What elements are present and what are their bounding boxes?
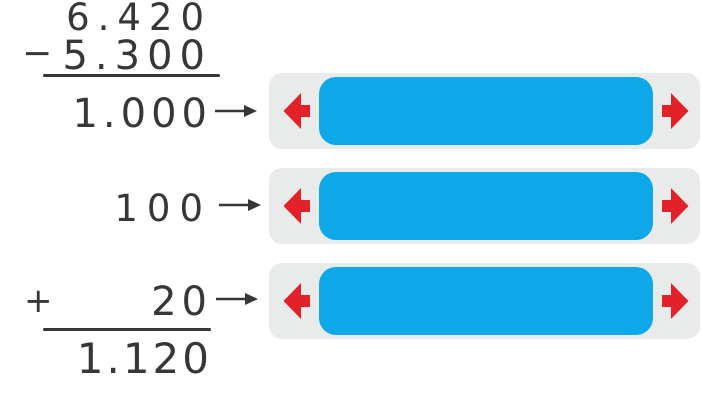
slider-track[interactable] bbox=[319, 77, 653, 145]
slider-decrease-button[interactable] bbox=[283, 92, 310, 130]
slider-increase-button[interactable] bbox=[662, 187, 689, 225]
slider-row bbox=[269, 73, 700, 149]
partial-tens-row: + 20 bbox=[0, 282, 212, 322]
arrow-left-icon bbox=[283, 283, 310, 319]
minuend-row: 6.420 bbox=[0, 0, 212, 36]
arrow-right-icon bbox=[662, 283, 689, 319]
maps-to-arrow-icon bbox=[215, 105, 257, 117]
maps-to-arrow-icon bbox=[219, 199, 261, 211]
partial-thousands-value: 1.000 bbox=[72, 91, 212, 137]
subtrahend-row: − 5.300 bbox=[0, 33, 212, 79]
difference-line bbox=[43, 74, 220, 77]
slider-increase-button[interactable] bbox=[662, 92, 689, 130]
arrow-left-icon bbox=[283, 93, 310, 129]
partial-hundreds-row: 100 bbox=[0, 190, 212, 227]
plus-sign: + bbox=[24, 281, 58, 321]
slider-track[interactable] bbox=[319, 267, 653, 335]
slider-decrease-button[interactable] bbox=[283, 282, 310, 320]
slider-row bbox=[269, 168, 700, 244]
minus-sign: − bbox=[22, 33, 60, 74]
partial-tens-value: 20 bbox=[151, 279, 212, 325]
slider-track[interactable] bbox=[319, 172, 653, 240]
minuend-value: 6.420 bbox=[66, 0, 212, 39]
arrow-left-icon bbox=[283, 188, 310, 224]
partial-thousands-row: 1.000 bbox=[0, 94, 212, 134]
partial-hundreds-value: 100 bbox=[114, 187, 212, 230]
sum-line bbox=[43, 328, 211, 331]
subtrahend-value: 5.300 bbox=[62, 33, 212, 79]
result-value: 1.120 bbox=[76, 334, 212, 383]
slider-row bbox=[269, 263, 700, 339]
maps-to-arrow-icon bbox=[216, 293, 258, 305]
result-row: 1.120 bbox=[0, 338, 212, 380]
arrow-right-icon bbox=[662, 93, 689, 129]
slider-increase-button[interactable] bbox=[662, 282, 689, 320]
slider-decrease-button[interactable] bbox=[283, 187, 310, 225]
arrow-right-icon bbox=[662, 188, 689, 224]
